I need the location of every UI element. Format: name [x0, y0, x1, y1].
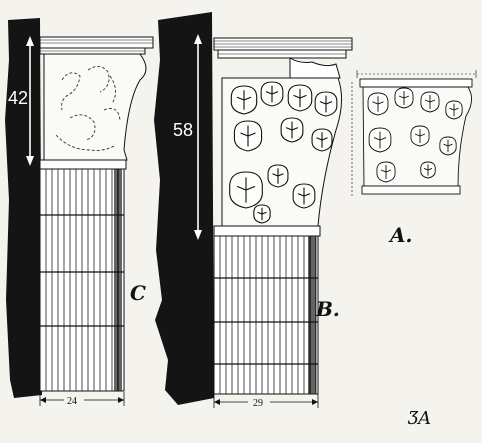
figure-c: 42 24 C: [5, 18, 154, 407]
leaf-motif: [280, 117, 304, 143]
figure-b-label: B.: [315, 297, 340, 321]
leaf-motif: [229, 171, 263, 209]
leaf-motif: [311, 128, 333, 152]
leaf-motif: [292, 183, 316, 209]
leaf-motif: [233, 120, 263, 152]
abacus-c: [39, 36, 154, 49]
leaf-motif: [420, 91, 440, 113]
leaf-motif: [394, 87, 414, 109]
abacus-a: [359, 78, 473, 88]
shaft-flutes-c: [45, 169, 122, 391]
shaft-b: [213, 235, 319, 395]
faint-foliage-c: [55, 66, 121, 151]
leaf-motif: [420, 161, 436, 179]
astragal-c: [39, 159, 127, 170]
leaf-motif: [367, 92, 389, 116]
height-dimension-c: [26, 36, 34, 166]
shadow-wall-b: [154, 12, 214, 405]
leaf-motif: [287, 84, 313, 112]
height-dim-c: 42: [8, 88, 28, 108]
leaf-motif: [314, 91, 338, 117]
figure-a: A.: [351, 70, 477, 247]
width-dim-b: 29: [253, 398, 263, 409]
artist-monogram: ƷA: [407, 408, 431, 429]
leaf-motif: [368, 127, 392, 153]
carved-foliage-a: [367, 87, 463, 183]
leaf-motif: [267, 164, 289, 188]
figure-a-label: A.: [388, 223, 412, 247]
figure-b: 58 29 B.: [154, 12, 353, 409]
leaf-motif: [410, 125, 430, 147]
shaft-flutes-b: [219, 236, 317, 394]
leaf-motif: [439, 136, 457, 156]
leaf-motif: [445, 100, 463, 120]
shadow-wall-c: [5, 18, 42, 398]
bell-c: [43, 53, 147, 161]
leaf-motif: [376, 161, 396, 183]
leaf-motif: [253, 204, 271, 224]
astragal-b: [213, 225, 321, 237]
leaf-motif: [260, 81, 284, 107]
width-dim-c: 24: [67, 396, 77, 407]
leaf-motif: [230, 85, 258, 115]
carved-foliage-b: [229, 81, 338, 224]
figure-c-label: C: [130, 281, 146, 305]
height-dimension-b: [194, 34, 202, 240]
height-dim-b: 58: [173, 120, 193, 140]
